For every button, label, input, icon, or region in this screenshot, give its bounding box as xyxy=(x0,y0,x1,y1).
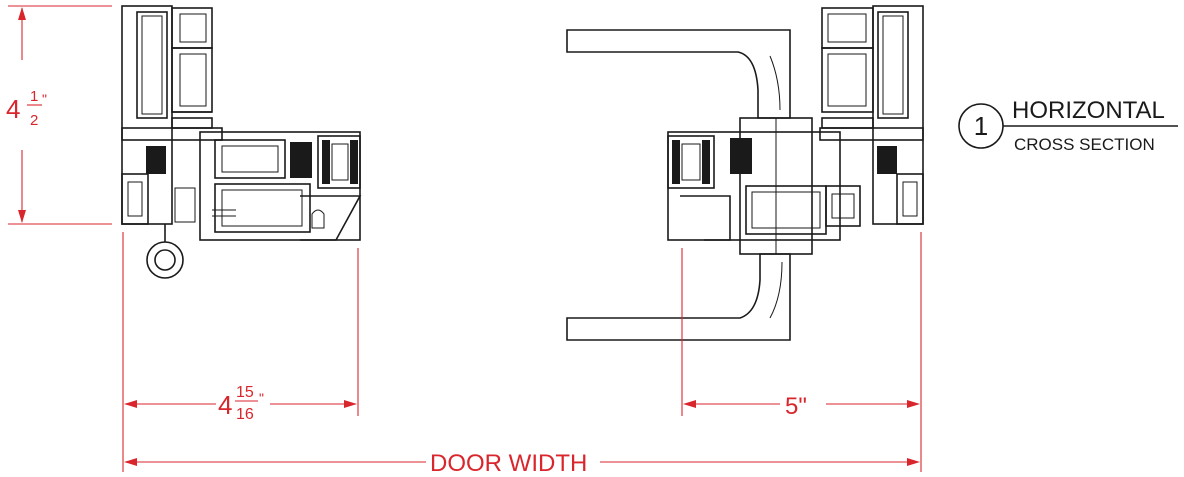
left-dim-denominator: 16 xyxy=(236,406,254,423)
height-dim-numerator: 1 xyxy=(30,88,38,105)
lever-handle xyxy=(566,29,791,341)
section-callout: 1 HORIZONTAL CROSS SECTION xyxy=(958,97,1178,154)
height-dimension: 4 1 2 " xyxy=(6,5,112,225)
callout-title: HORIZONTAL xyxy=(1012,97,1165,124)
overall-width-dimension: DOOR WIDTH xyxy=(124,450,920,477)
height-dim-denominator: 2 xyxy=(30,112,38,129)
right-width-dimension: 5" xyxy=(681,232,922,472)
height-dim-whole: 4 xyxy=(6,94,20,124)
right-dim-text: 5" xyxy=(785,393,807,420)
left-dim-unit: " xyxy=(259,390,264,406)
callout-number: 1 xyxy=(974,111,988,141)
door-width-label: DOOR WIDTH xyxy=(430,450,587,477)
left-dim-whole: 4 xyxy=(218,390,232,420)
left-width-dimension: 4 15 16 " xyxy=(122,232,359,472)
left-jamb-profile xyxy=(121,5,362,279)
callout-subtitle: CROSS SECTION xyxy=(1014,135,1155,154)
height-dim-unit: " xyxy=(42,91,47,107)
left-dim-numerator: 15 xyxy=(236,384,254,401)
right-jamb-profile xyxy=(667,5,924,255)
